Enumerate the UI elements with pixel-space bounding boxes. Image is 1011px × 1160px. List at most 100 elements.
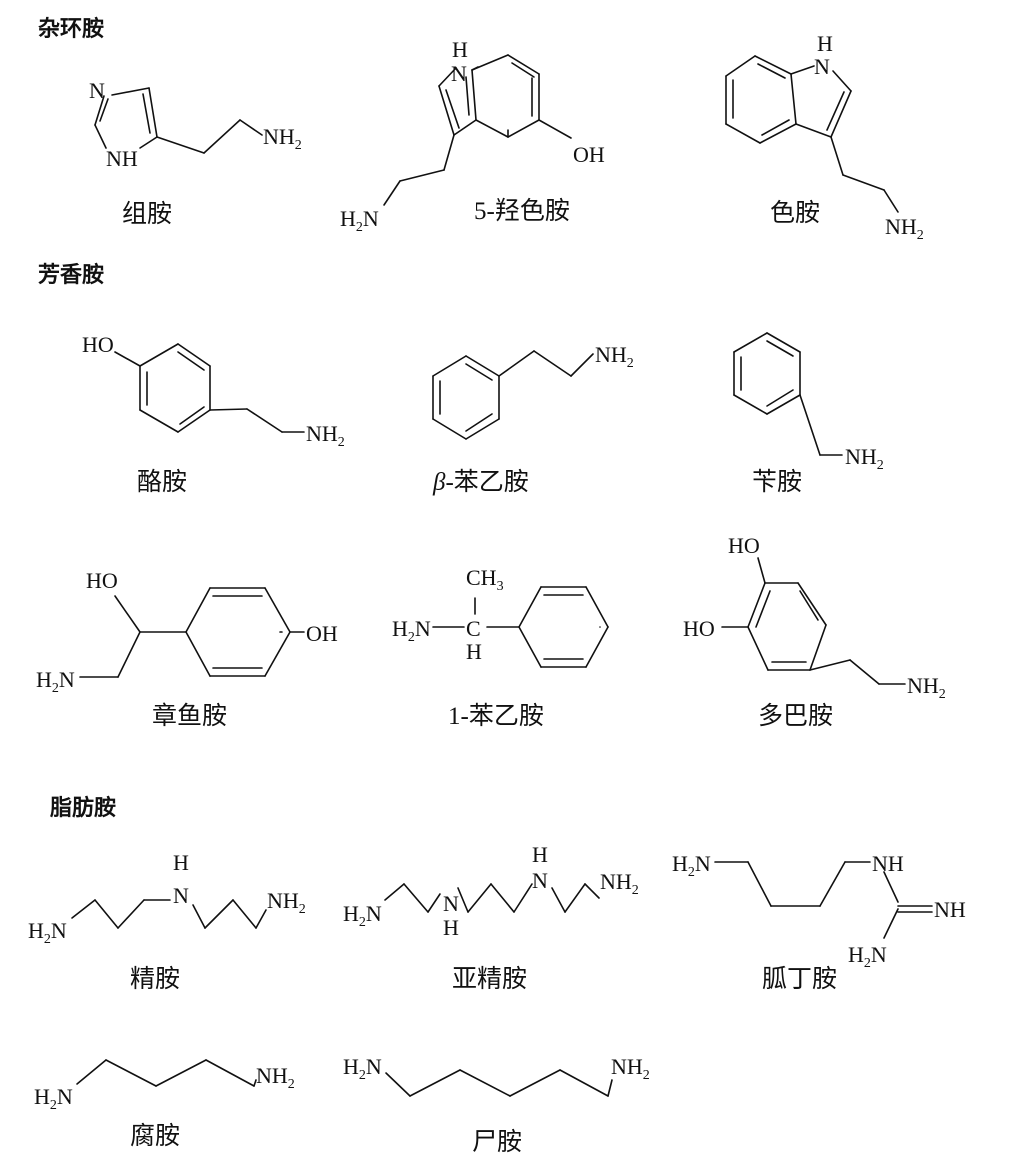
atom-label: NH — [106, 146, 138, 171]
atom-label-amine: NH2 — [600, 869, 639, 898]
structure-octopamine: HO OH H2N — [36, 568, 338, 696]
atom-label: H — [848, 942, 864, 967]
atom-label: N — [814, 54, 830, 79]
atom-label-amine: NH2 — [611, 1054, 650, 1083]
atom-label: HO — [82, 332, 114, 357]
structure-tryptamine: H N NH2 — [725, 31, 924, 243]
structure-benzylamine: NH2 — [733, 332, 884, 473]
subscript: 2 — [632, 883, 639, 898]
atom-label-amine: NH2 — [263, 124, 302, 153]
atom-label-amine: NH2 — [256, 1063, 295, 1092]
atom-label-amine: NH2 — [306, 421, 345, 450]
atom-label: H — [452, 37, 468, 62]
compound-name-1-phenylethylamine: 1-苯乙胺 — [448, 702, 544, 730]
subscript: 2 — [359, 1068, 366, 1083]
compound-name-spermidine: 亚精胺 — [452, 965, 527, 993]
subscript: 2 — [299, 902, 306, 917]
compound-name-spermine: 精胺 — [130, 965, 180, 993]
atom-label-amine: NH2 — [907, 673, 946, 702]
structure-1-phenylethylamine: CH3 H2N C H — [392, 565, 609, 668]
name-rest: -苯乙胺 — [445, 468, 528, 496]
atom-label: H — [817, 31, 833, 56]
subscript: 2 — [359, 915, 366, 930]
atom-label: H — [466, 639, 482, 664]
structure-spermidine: H N N H H2N NH2 — [343, 842, 639, 940]
atom-label: NH — [306, 421, 338, 446]
atom-label: OH — [573, 142, 605, 167]
compound-name-tyramine: 酪胺 — [137, 468, 187, 496]
subscript: 2 — [295, 138, 302, 153]
atom-label: N — [415, 616, 431, 641]
atom-label-methyl: CH3 — [466, 565, 504, 594]
atom-label: NH — [256, 1063, 288, 1088]
atom-label-amine: H2N — [672, 851, 711, 880]
atom-label-amine: H2N — [340, 206, 379, 235]
atom-label-amine: H2N — [343, 901, 382, 930]
atom-label: NH — [263, 124, 295, 149]
atom-label: OH — [306, 621, 338, 646]
subscript: 2 — [44, 932, 51, 947]
atom-label-amine: H2N — [28, 918, 67, 947]
atom-label-amine: H2N — [392, 616, 431, 645]
subscript: 2 — [917, 228, 924, 243]
structure-putrescine: H2N NH2 — [34, 1059, 295, 1113]
subscript: 2 — [52, 681, 59, 696]
section-title-aliphatic-amines: 脂肪胺 — [50, 795, 116, 821]
atom-label: NH — [595, 342, 627, 367]
compound-name-putrescine: 腐胺 — [130, 1122, 180, 1150]
structure-dopamine: HO HO NH2 — [683, 533, 946, 702]
atom-label-amine: H2N — [848, 942, 887, 971]
atom-label: H — [340, 206, 356, 231]
subscript: 2 — [939, 687, 946, 702]
compound-name-histamine: 组胺 — [122, 200, 172, 228]
atom-label: N — [443, 891, 459, 916]
atom-label: N — [532, 868, 548, 893]
atom-label: NH — [907, 673, 939, 698]
subscript: 2 — [877, 458, 884, 473]
atom-label: N — [451, 61, 467, 86]
structure-cadaverine: H2N NH2 — [343, 1054, 650, 1097]
compound-name-octopamine: 章鱼胺 — [152, 702, 227, 730]
atom-label: H — [343, 901, 359, 926]
atom-label-amine: H2N — [36, 667, 75, 696]
atom-label: N — [366, 1054, 382, 1079]
structure-histamine: N NH NH2 — [89, 78, 302, 171]
atom-label: N — [366, 901, 382, 926]
atom-label: H — [392, 616, 408, 641]
structure-tyramine: HO NH2 — [82, 332, 345, 450]
atom-label: NH — [845, 444, 877, 469]
atom-label: H — [532, 842, 548, 867]
atom-label: NH — [600, 869, 632, 894]
atom-label-amine: NH2 — [595, 342, 634, 371]
section-title-aromatic-amines: 芳香胺 — [38, 263, 104, 288]
subscript: 2 — [288, 1077, 295, 1092]
subscript: 2 — [688, 865, 695, 880]
atom-label-amine: H2N — [343, 1054, 382, 1083]
atom-label: N — [89, 78, 105, 103]
atom-label: H — [173, 850, 189, 875]
subscript: 3 — [497, 579, 504, 594]
atom-label: H — [34, 1084, 50, 1109]
compound-name-agmatine: 胍丁胺 — [762, 965, 837, 993]
atom-label-amine: NH2 — [885, 214, 924, 243]
atom-label: C — [466, 616, 481, 641]
atom-label: N — [57, 1084, 73, 1109]
compound-name-beta-phenylethylamine: β-苯乙胺 — [432, 468, 529, 496]
atom-label: NH — [267, 888, 299, 913]
subscript: 2 — [408, 630, 415, 645]
atom-label: H — [443, 915, 459, 940]
subscript: 2 — [338, 435, 345, 450]
structure-spermine: H N H2N NH2 — [28, 850, 306, 947]
atom-label-amine: H2N — [34, 1084, 73, 1113]
subscript: 2 — [627, 356, 634, 371]
atom-label: N — [871, 942, 887, 967]
atom-label-amine: NH2 — [845, 444, 884, 473]
atom-label: H — [343, 1054, 359, 1079]
compound-name-dopamine: 多巴胺 — [758, 702, 833, 730]
section-title-heterocyclic-amines: 杂环胺 — [38, 17, 104, 42]
compound-name-cadaverine: 尸胺 — [472, 1128, 522, 1156]
greek-beta: β — [432, 469, 446, 496]
atom-label: HO — [683, 616, 715, 641]
atom-label: NH — [934, 897, 966, 922]
